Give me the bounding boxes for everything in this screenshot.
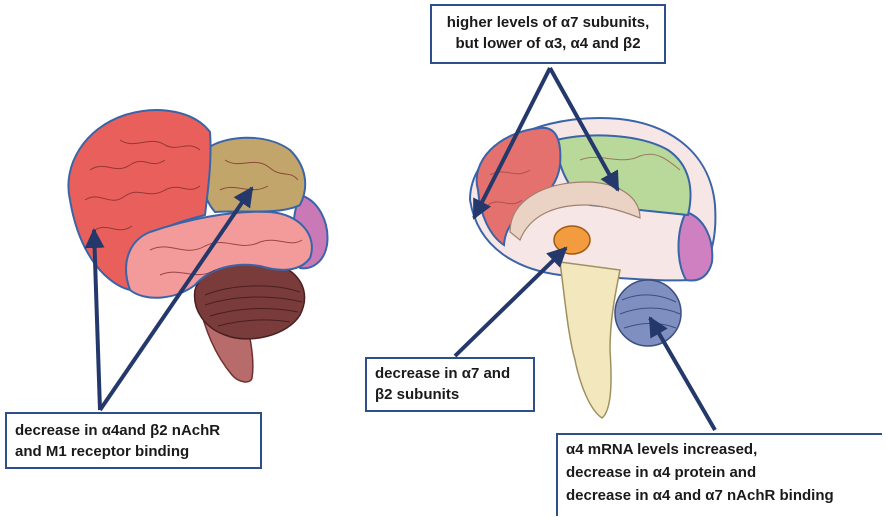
callout-right: α4 mRNA levels increased, decrease in α4… [556, 433, 882, 516]
medial-cerebellum [615, 280, 681, 346]
callout-top-line2: but lower of α3, α4 and β2 [440, 33, 656, 54]
callout-middle-line1: decrease in α7 and [375, 363, 525, 384]
medial-brainstem [560, 262, 620, 418]
callout-right-line3: decrease in α4 and α7 nAchR binding [566, 484, 874, 507]
callout-middle: decrease in α7 and β2 subunits [365, 357, 535, 412]
callout-left-line1: decrease in α4and β2 nAchR [15, 420, 252, 441]
callout-left: decrease in α4and β2 nAchR and M1 recept… [5, 412, 262, 469]
callout-right-line1: α4 mRNA levels increased, [566, 438, 874, 461]
arrow-middle-to-thalamus [455, 248, 566, 356]
lateral-brain [68, 110, 327, 382]
callout-middle-line2: β2 subunits [375, 384, 525, 405]
callout-top: higher levels of α7 subunits, but lower … [430, 4, 666, 64]
callout-left-line2: and M1 receptor binding [15, 441, 252, 462]
callout-right-line2: decrease in α4 protein and [566, 461, 874, 484]
thalamus [554, 226, 590, 254]
arrow-right-to-cerebellum [650, 318, 715, 430]
callout-top-line1: higher levels of α7 subunits, [440, 12, 656, 33]
